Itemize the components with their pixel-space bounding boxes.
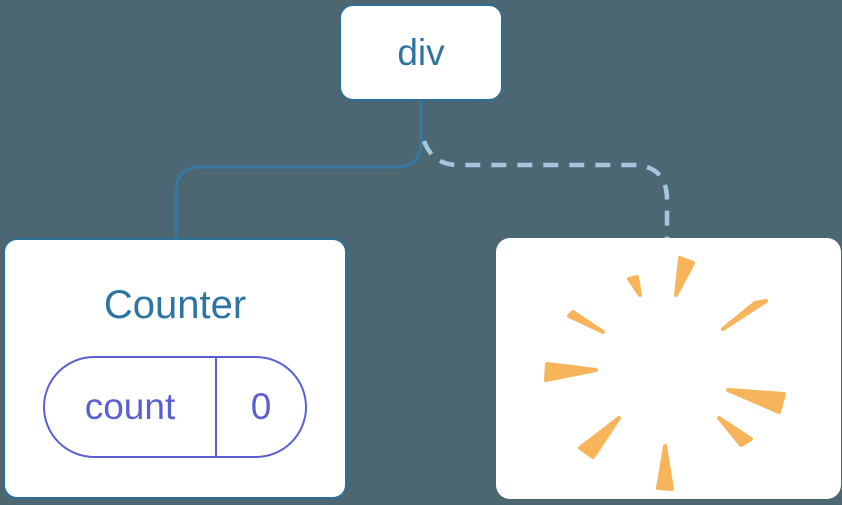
- tree-node-div: div: [339, 4, 503, 101]
- dashed-edge-div-to-removed: [421, 140, 670, 238]
- state-value-label: 0: [250, 386, 272, 427]
- removed-component-card: [496, 238, 841, 499]
- counter-component-card: Counter count 0: [3, 238, 347, 499]
- counter-title: Counter: [103, 283, 247, 327]
- tree-node-div-label: div: [397, 31, 445, 73]
- state-key-label: count: [45, 358, 217, 456]
- poof-burst-icon: [544, 256, 786, 491]
- solid-edge-div-to-counter: [174, 101, 423, 238]
- state-pill: count 0: [43, 356, 307, 458]
